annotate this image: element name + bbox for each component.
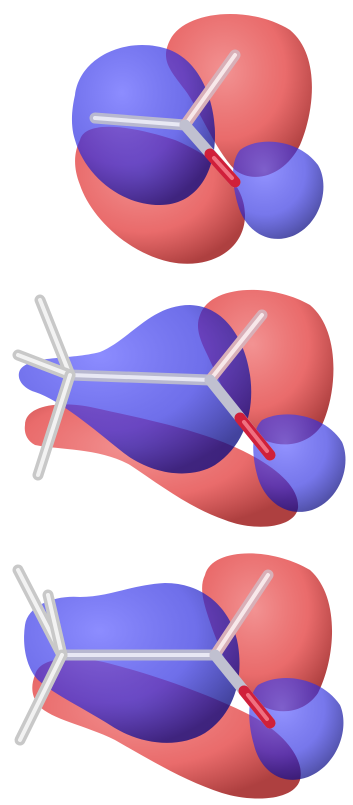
orbital-render-2 xyxy=(12,289,346,527)
red-lobe-upper xyxy=(165,13,312,177)
molecule-bonds-3 xyxy=(12,564,276,746)
molecule-bonds-1 xyxy=(89,49,241,188)
blue-lobe-right xyxy=(253,414,346,512)
orbital-panel-3 xyxy=(0,535,353,805)
blue-lobe-left xyxy=(24,583,240,743)
orbital-panel-1 xyxy=(0,0,353,270)
blue-lobe-right xyxy=(233,141,324,239)
blue-lobe-right xyxy=(249,677,344,780)
molecule-bonds-2 xyxy=(12,294,276,481)
orbital-render-3 xyxy=(12,553,344,799)
blue-lobe-left xyxy=(18,305,252,474)
orbital-panel-2 xyxy=(0,270,353,535)
orbital-render-1 xyxy=(71,13,324,264)
